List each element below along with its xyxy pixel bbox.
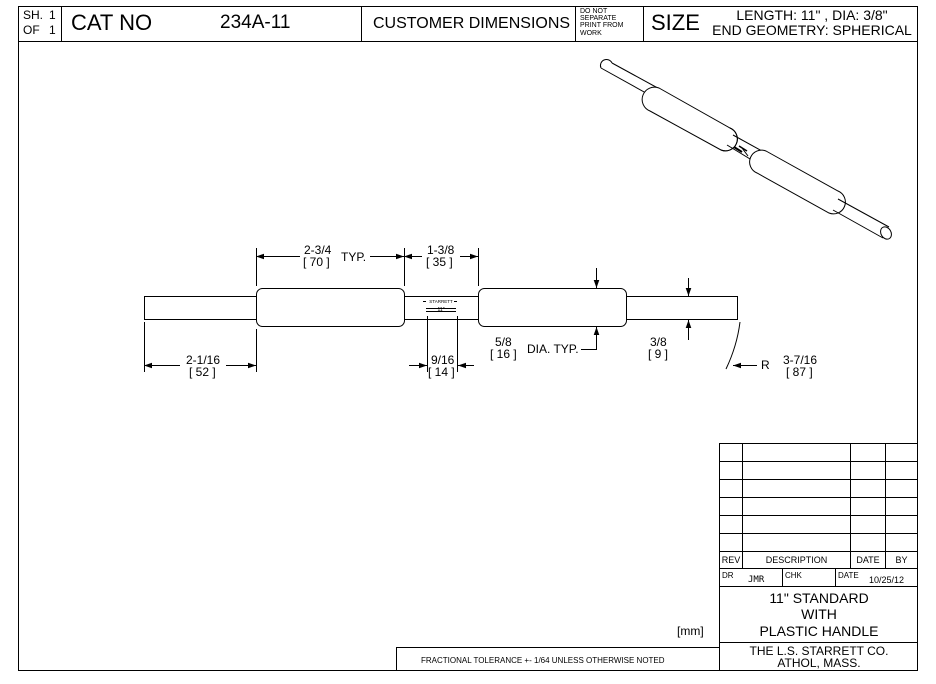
date2-label: DATE bbox=[838, 571, 859, 580]
dim-end-length: 2-1/16 bbox=[186, 353, 221, 367]
rev-label: REV bbox=[721, 555, 741, 565]
size-line-2: END GEOMETRY: SPHERICAL bbox=[712, 22, 912, 38]
do-not-separate-3: PRINT FROM bbox=[580, 22, 624, 29]
title-line-3: PLASTIC HANDLE bbox=[759, 623, 879, 639]
size-label: SIZE bbox=[651, 10, 700, 35]
sheet-label: SH. bbox=[23, 8, 44, 22]
dim-rod-dia-mm: [ 9 ] bbox=[648, 347, 669, 361]
of-label: OF bbox=[23, 23, 40, 37]
handle-left bbox=[256, 288, 405, 327]
title-line-1: 11" STANDARD bbox=[769, 590, 869, 606]
dim-end-length-mm: [ 52 ] bbox=[189, 365, 216, 379]
tolerance-box bbox=[396, 647, 720, 671]
units-note: [mm] bbox=[677, 624, 704, 638]
dim-radius-mm: [ 87 ] bbox=[786, 365, 813, 379]
title-block-frame bbox=[719, 443, 918, 671]
dim-label-width: 9/16 bbox=[431, 353, 455, 367]
do-not-separate-4: WORK bbox=[580, 30, 602, 37]
company-line-2: ATHOL, MASS. bbox=[777, 656, 861, 670]
engraving-size: 11" bbox=[438, 307, 445, 313]
dim-handle-length: 2-3/4 bbox=[304, 243, 332, 257]
description-label: DESCRIPTION bbox=[765, 555, 828, 565]
engraving-marks bbox=[423, 301, 457, 312]
dim-handle-dia-mm: [ 16 ] bbox=[490, 347, 517, 361]
dim-radius-prefix: R bbox=[761, 358, 770, 372]
sheet-number: 1 bbox=[49, 8, 56, 22]
dr-value: JMR bbox=[748, 575, 765, 585]
do-not-separate-2: SEPARATE bbox=[580, 15, 617, 22]
dr-label: DR bbox=[722, 571, 734, 580]
dim-radius: 3-7/16 bbox=[783, 353, 818, 367]
handle-right bbox=[478, 288, 627, 327]
customer-dimensions: CUSTOMER DIMENSIONS bbox=[373, 15, 571, 32]
engraving-brand: STARRETT bbox=[429, 299, 453, 304]
dim-handle-length-mm: [ 70 ] bbox=[303, 255, 330, 269]
chk-label: CHK bbox=[785, 571, 802, 580]
dim-typ: TYP. bbox=[341, 250, 367, 264]
of-number: 1 bbox=[49, 23, 56, 37]
dim-rod-dia: 3/8 bbox=[650, 335, 667, 349]
company-line-1: THE L.S. STARRETT CO. bbox=[749, 644, 889, 658]
dim-label-width-mm: [ 14 ] bbox=[428, 365, 455, 379]
isometric-view bbox=[599, 58, 892, 240]
cat-no-label: CAT NO bbox=[71, 10, 153, 35]
dim-handle-dia: 5/8 bbox=[495, 335, 512, 349]
cat-number: 234A-11 bbox=[220, 12, 291, 33]
date2-value: 10/25/12 bbox=[869, 575, 905, 585]
do-not-separate-1: DO NOT bbox=[580, 8, 608, 15]
by-label: BY bbox=[895, 555, 908, 565]
tolerance-note: FRACTIONAL TOLERANCE +- 1/64 UNLESS OTHE… bbox=[421, 656, 665, 665]
date-label: DATE bbox=[856, 555, 880, 565]
size-line-1: LENGTH: 11" , DIA: 3/8" bbox=[736, 7, 888, 23]
dim-handle-dia-note: DIA. TYP. bbox=[527, 342, 579, 356]
dim-gap-length: 1-3/8 bbox=[427, 243, 455, 257]
dim-gap-length-mm: [ 35 ] bbox=[426, 255, 453, 269]
title-line-2: WITH bbox=[801, 606, 837, 622]
